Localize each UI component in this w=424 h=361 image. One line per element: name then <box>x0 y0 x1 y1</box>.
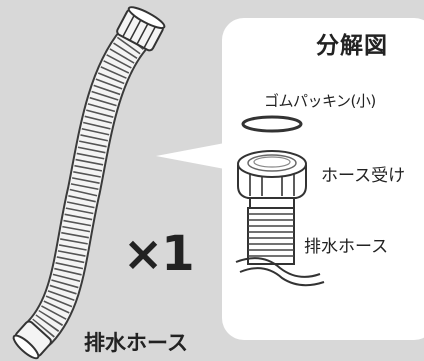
receiver-label: ホース受け <box>321 166 406 186</box>
inset-hose-drawing <box>235 207 325 287</box>
packing-label: ゴムパッキン(小) <box>264 92 376 110</box>
callout-pointer <box>156 142 230 170</box>
product-name-label: 排水ホース <box>84 331 188 355</box>
hose-receiver-drawing <box>237 150 307 209</box>
rubber-packing-ring <box>241 115 303 133</box>
quantity-label: ×1 <box>123 226 195 282</box>
inset-hose-label: 排水ホース <box>304 237 389 257</box>
drain-hose-drawing <box>12 6 166 360</box>
exploded-view-title: 分解図 <box>316 33 388 59</box>
